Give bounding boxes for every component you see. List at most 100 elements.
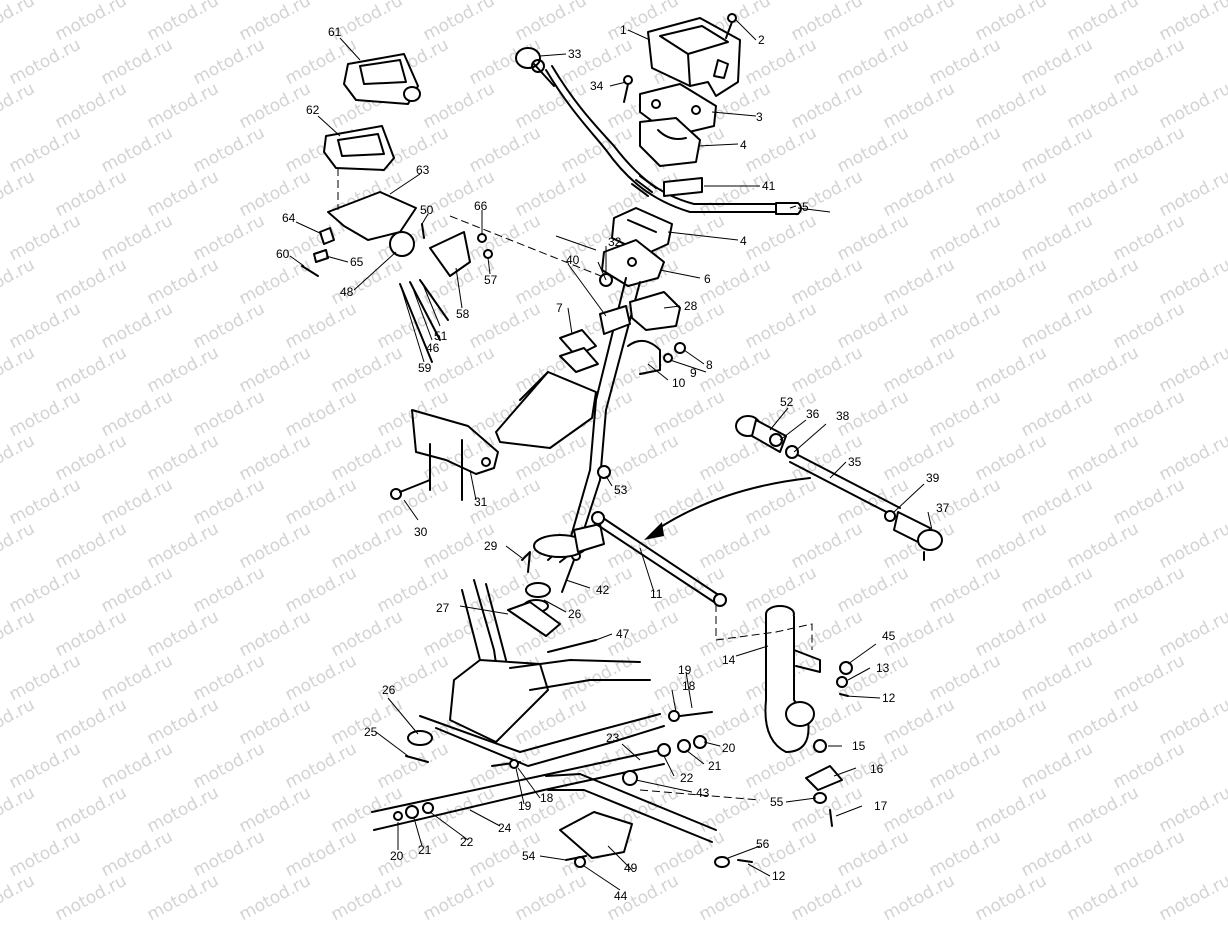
callout-28: 28 xyxy=(684,299,698,313)
callout-6: 6 xyxy=(704,272,711,286)
part-spacer-22-left xyxy=(422,802,434,814)
part-screw-34 xyxy=(623,75,633,103)
callout-labels: 1 2 3 4 4 5 6 7 8 9 10 11 12 12 13 14 15… xyxy=(276,23,950,903)
callout-61: 61 xyxy=(328,25,342,39)
callout-16: 16 xyxy=(870,762,884,776)
callout-22: 22 xyxy=(680,771,694,785)
callout-53: 53 xyxy=(614,483,628,497)
callout-47: 47 xyxy=(616,627,630,641)
part-wire-46 xyxy=(409,281,441,341)
callout-37: 37 xyxy=(936,501,950,515)
part-knurl xyxy=(631,175,657,197)
part-dash-bracket xyxy=(411,409,499,501)
callout-29: 29 xyxy=(484,539,498,553)
part-tie-rod-35 xyxy=(789,453,901,517)
callout-9: 9 xyxy=(690,366,697,380)
callout-42: 42 xyxy=(596,583,610,597)
part-headlight-lens-62 xyxy=(323,125,395,171)
part-switch-bracket-58 xyxy=(429,231,471,277)
part-decal-41 xyxy=(663,177,703,197)
callout-58: 58 xyxy=(456,307,470,321)
callout-2: 2 xyxy=(758,33,765,47)
callout-63: 63 xyxy=(416,163,430,177)
part-clip-29 xyxy=(521,551,531,573)
callout-25: 25 xyxy=(364,725,378,739)
callout-33: 33 xyxy=(568,47,582,61)
callout-13: 13 xyxy=(876,661,890,675)
part-nut-66 xyxy=(477,233,487,243)
part-bearing-plate-27 xyxy=(507,601,561,637)
part-bolt-54 xyxy=(565,855,587,861)
part-mount-plate-49 xyxy=(559,811,633,859)
part-washer-18-left xyxy=(509,759,519,769)
part-headlight-bezel-61 xyxy=(343,53,421,105)
callout-46: 46 xyxy=(426,341,440,355)
callout-49: 49 xyxy=(624,861,638,875)
callout-38: 38 xyxy=(836,409,850,423)
assembly-line-43 xyxy=(639,789,761,801)
part-grommet-48 xyxy=(389,231,415,257)
assembly-line-32 xyxy=(449,215,607,279)
callout-22b: 22 xyxy=(460,835,474,849)
part-washer-9 xyxy=(663,353,673,363)
part-column-collar xyxy=(523,523,605,613)
part-frame xyxy=(419,579,665,767)
callout-50: 50 xyxy=(420,203,434,217)
callout-15: 15 xyxy=(852,739,866,753)
callout-45: 45 xyxy=(882,629,896,643)
callout-39: 39 xyxy=(926,471,940,485)
part-grip xyxy=(515,47,555,87)
callout-1: 1 xyxy=(620,23,627,37)
part-support-28 xyxy=(629,291,681,331)
callout-55: 55 xyxy=(770,795,784,809)
part-spindle-14 xyxy=(764,605,821,753)
part-washer-26 xyxy=(407,730,433,746)
callout-43: 43 xyxy=(696,786,710,800)
transfer-arrowhead xyxy=(644,522,664,540)
part-tie-rod-11 xyxy=(591,511,727,607)
callout-59: 59 xyxy=(418,361,432,375)
part-clip-65 xyxy=(313,249,329,263)
callout-14: 14 xyxy=(722,653,736,667)
callout-60: 60 xyxy=(276,247,290,261)
part-bushing-7 xyxy=(559,329,599,373)
callout-26: 26 xyxy=(568,607,582,621)
part-ball-joint-base xyxy=(805,739,843,827)
part-washer-18 xyxy=(668,710,680,722)
part-washer-45 xyxy=(839,661,853,675)
part-pin-25 xyxy=(405,755,429,763)
callout-48: 48 xyxy=(340,285,354,299)
part-nut-39 xyxy=(884,510,896,522)
part-bolt-19 xyxy=(679,711,713,717)
callout-17: 17 xyxy=(874,799,888,813)
callout-65: 65 xyxy=(350,255,364,269)
callout-64: 64 xyxy=(282,211,296,225)
part-screw-60 xyxy=(301,265,319,277)
callout-10: 10 xyxy=(672,376,686,390)
part-washer-21-left xyxy=(405,805,419,819)
callout-4: 4 xyxy=(740,138,747,152)
callout-18b: 18 xyxy=(540,791,554,805)
part-cotter-12-lower xyxy=(737,859,753,863)
callout-18: 18 xyxy=(682,679,696,693)
part-instrument-pod xyxy=(647,17,741,97)
callout-21: 21 xyxy=(708,759,722,773)
part-screw-50 xyxy=(421,223,425,239)
callout-24: 24 xyxy=(498,821,512,835)
callout-27: 27 xyxy=(436,601,450,615)
part-bolt-30 xyxy=(390,479,431,500)
callout-41: 41 xyxy=(762,179,776,193)
callout-4b: 4 xyxy=(740,234,747,248)
callout-20: 20 xyxy=(722,741,736,755)
callout-5: 5 xyxy=(802,200,809,214)
part-clamp-block-upper xyxy=(639,117,701,167)
callout-26b: 26 xyxy=(382,683,396,697)
callout-19b: 19 xyxy=(518,799,532,813)
parts-layer xyxy=(301,13,943,868)
callout-35: 35 xyxy=(848,455,862,469)
part-ball-joint-37 xyxy=(893,511,943,561)
callout-32: 32 xyxy=(608,235,622,249)
callout-12: 12 xyxy=(882,691,896,705)
callout-52: 52 xyxy=(780,395,794,409)
callout-40: 40 xyxy=(566,253,580,267)
